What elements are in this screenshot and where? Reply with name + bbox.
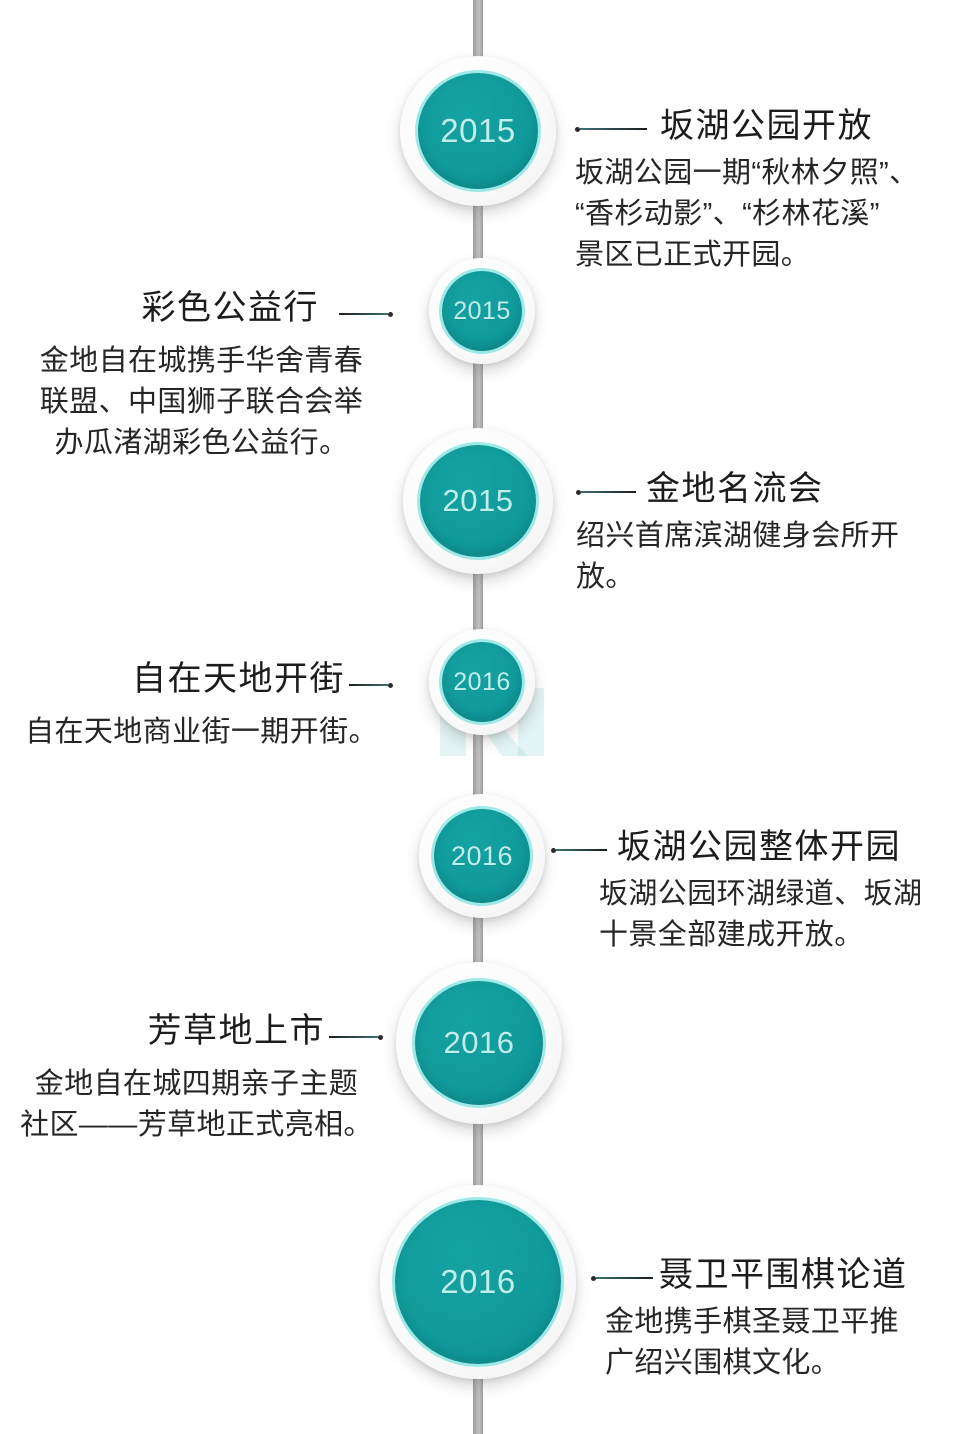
event-body-line: “香杉动影”、“杉林花溪” [575,197,880,230]
node-disc: 2016 [434,809,530,903]
event-block-7: 聂卫平围棋论道 金地携手棋圣聂卫平推 广绍兴围棋文化。 [591,1255,953,1384]
node-disc: 2016 [442,642,522,722]
event-body-line: 金地自在城携手华舍青春 [39,344,364,377]
event-title: 坂湖公园整体开园 [617,828,901,866]
connector-line [329,1036,378,1038]
node-disc: 2016 [395,1200,561,1364]
event-body-line: 金地携手棋圣聂卫平推 [605,1305,900,1338]
event-title: 芳草地上市 [147,1012,325,1050]
event-title: 自在天地开街 [132,660,345,698]
timeline-node-7[interactable]: 2016 [380,1185,576,1379]
event-body-line: 绍兴首席滨湖健身会所开放。 [576,519,900,593]
node-disc: 2016 [415,981,543,1105]
node-disc: 2015 [418,73,538,189]
timeline-node-4[interactable]: 2016 [429,629,535,735]
connector-dot [575,126,580,132]
event-body: 自在天地商业街一期开街。 [10,712,393,753]
timeline-node-3[interactable]: 2015 [403,428,553,574]
connector-1 [575,122,647,136]
event-body-line: 联盟、中国狮子联合会举 [39,385,364,418]
event-body: 金地携手棋圣聂卫平推 广绍兴围棋文化。 [591,1302,953,1384]
timeline-node-1[interactable]: 2015 [400,56,556,206]
connector-2 [339,307,393,321]
event-body: 金地自在城四期亲子主题 社区——芳草地正式亮相。 [10,1064,383,1146]
node-year-label: 2016 [450,840,514,871]
connector-dot [551,847,556,853]
event-block-1: 坂湖公园开放 坂湖公园一期“秋林夕照”、 “香杉动影”、“杉林花溪” 景区已正式… [575,106,953,276]
event-body-line: 广绍兴围棋文化。 [605,1346,841,1379]
connector-3 [576,485,636,499]
event-body-line: 自在天地商业街一期开街。 [25,715,378,748]
connector-line [349,684,388,686]
node-year-label: 2016 [440,1263,516,1300]
connector-line [556,849,607,851]
event-body: 坂湖公园一期“秋林夕照”、 “香杉动影”、“杉林花溪” 景区已正式开园。 [575,153,953,277]
node-year-label: 2016 [443,1025,515,1060]
timeline-node-2[interactable]: 2015 [429,258,535,364]
event-block-5: 坂湖公园整体开园 坂湖公园环湖绿道、坂湖 十景全部建成开放。 [551,827,953,956]
event-title: 坂湖公园开放 [660,107,873,145]
node-disc: 2015 [420,445,536,557]
event-body-line: 办瓜渚湖彩色公益行。 [54,427,349,460]
event-block-2: 彩色公益行 金地自在城携手华舍青春 联盟、中国狮子联合会举 办瓜渚湖彩色公益行。 [10,288,393,464]
timeline-node-5[interactable]: 2016 [419,794,545,918]
connector-line [339,313,388,315]
connector-line [581,491,636,493]
connector-5 [551,843,607,857]
node-disc: 2015 [442,271,522,351]
node-year-label: 2015 [440,112,516,149]
connector-dot [378,1034,383,1040]
event-body: 坂湖公园环湖绿道、坂湖 十景全部建成开放。 [551,874,953,956]
event-block-3: 金地名流会 绍兴首席滨湖健身会所开放。 [576,469,954,598]
connector-dot [576,489,581,495]
event-title: 彩色公益行 [141,289,319,327]
connector-dot [388,682,393,688]
event-title: 金地名流会 [646,470,824,508]
event-title: 聂卫平围棋论道 [659,1256,908,1294]
node-year-label: 2015 [453,296,511,325]
event-block-6: 芳草地上市 金地自在城四期亲子主题 社区——芳草地正式亮相。 [10,1011,383,1146]
event-body: 绍兴首席滨湖健身会所开放。 [576,516,954,598]
connector-4 [349,678,393,692]
connector-dot [388,311,393,317]
node-year-label: 2016 [453,667,511,696]
event-body-line: 十景全部建成开放。 [599,918,864,951]
event-body-line: 社区——芳草地正式亮相。 [20,1108,373,1141]
connector-dot [591,1275,596,1281]
event-body-line: 坂湖公园环湖绿道、坂湖 [599,877,923,910]
connector-6 [329,1030,383,1044]
timeline-node-6[interactable]: 2016 [396,962,562,1124]
node-year-label: 2015 [442,483,514,518]
event-body-line: 金地自在城四期亲子主题 [34,1067,359,1100]
connector-line [596,1277,653,1279]
connector-7 [591,1271,653,1285]
connector-line [580,128,647,130]
event-body-line: 坂湖公园一期“秋林夕照”、 [575,156,919,189]
event-body: 金地自在城携手华舍青春 联盟、中国狮子联合会举 办瓜渚湖彩色公益行。 [10,341,393,465]
event-block-4: 自在天地开街 自在天地商业街一期开街。 [10,659,393,753]
event-body-line: 景区已正式开园。 [575,239,811,272]
